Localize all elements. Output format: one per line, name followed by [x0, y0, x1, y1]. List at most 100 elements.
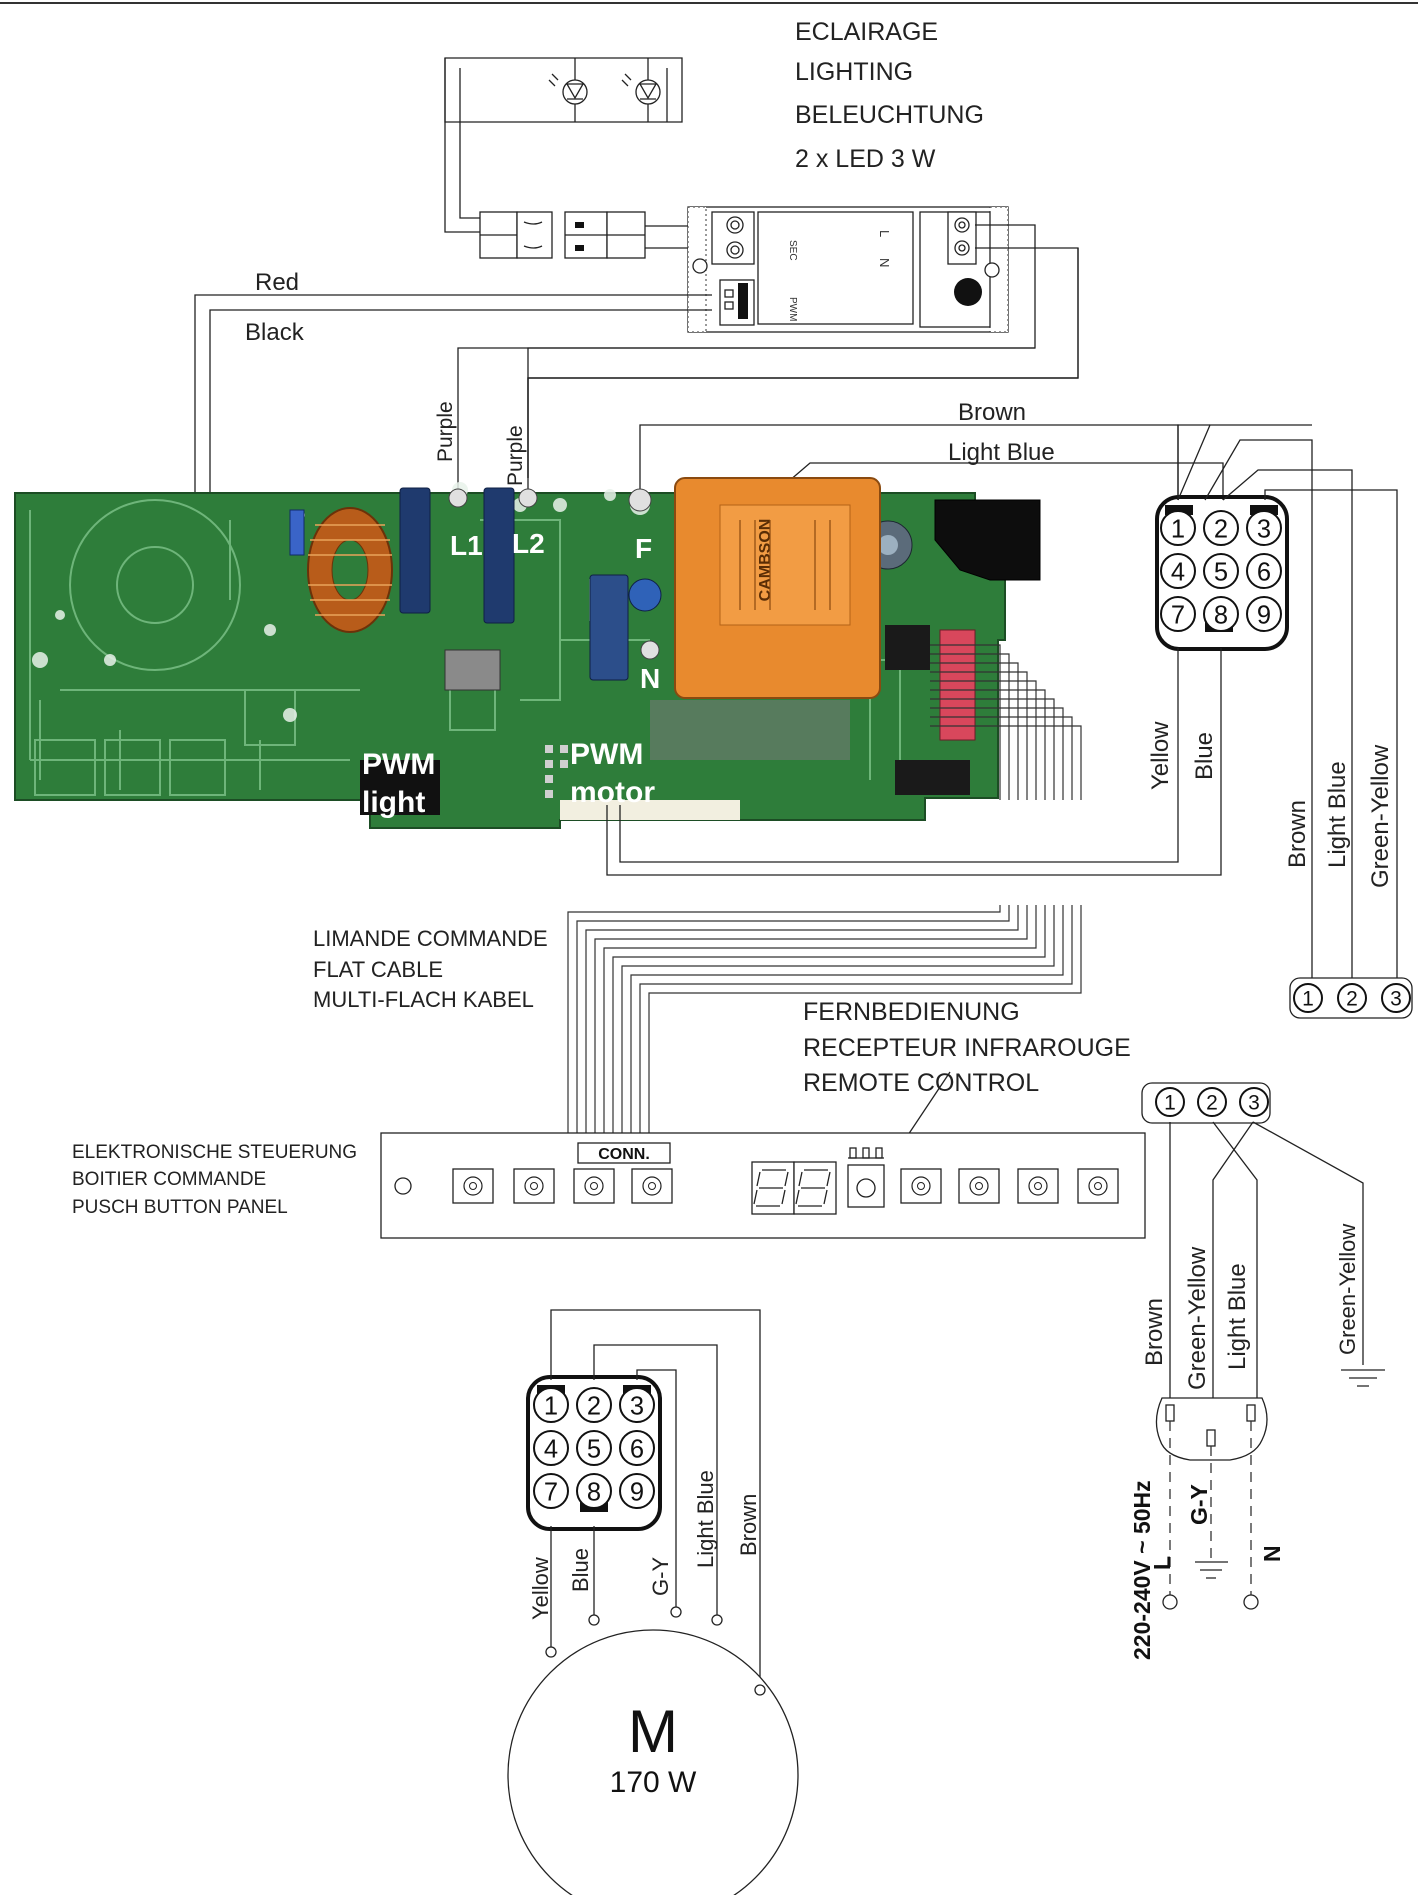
mains3-pin-1-icon	[1155, 1087, 1185, 1117]
black-wire-label: Black	[245, 319, 305, 346]
flat-cable-ribbon	[567, 644, 1082, 1135]
mains3-pin-1-label: 1	[1164, 1092, 1176, 1115]
motor-yellow-label: Yellow	[528, 1557, 553, 1620]
panel-button-1-dot	[469, 1182, 477, 1190]
led-driver-module: SEC PWM L N	[687, 206, 1009, 333]
disc-capacitor	[628, 578, 662, 612]
terminal-l1-pad	[448, 488, 468, 508]
flat-cable-wire	[585, 662, 1019, 1135]
ir-receiver	[847, 1147, 885, 1208]
mains-earth-label: Green-Yellow	[1335, 1224, 1360, 1355]
driver-sec-label: SEC	[787, 240, 798, 261]
panel-button-8-dot	[1094, 1182, 1102, 1190]
pwm-light-label-2: light	[362, 786, 425, 819]
brown-wire-top-label: Brown	[958, 399, 1026, 426]
gy-wire-right	[1264, 489, 1398, 978]
panel-button-3-dot	[590, 1182, 598, 1190]
mains-gy-short-label: G-Y	[1186, 1484, 1212, 1525]
terminal-n-label: N	[640, 663, 660, 694]
x-capacitor-2	[483, 487, 515, 624]
panel-button-5-dot	[917, 1182, 925, 1190]
motor9-pin-5-label: 5	[587, 1435, 601, 1463]
remote-label-en: REMOTE CONTROL	[803, 1069, 1039, 1097]
lighting-spec: 2 x LED 3 W	[795, 145, 936, 173]
pin-header	[895, 760, 970, 795]
motor9-pin-2-label: 2	[587, 1392, 601, 1420]
driver-n-label: N	[877, 258, 892, 267]
remote-label-de: FERNBEDIENUNG	[803, 998, 1020, 1026]
motor9-pin-1-label: 1	[544, 1392, 558, 1420]
top9-pin-7-label: 7	[1171, 601, 1185, 629]
top9-pin-4-icon	[1160, 553, 1196, 589]
terminal-f-label: F	[635, 533, 652, 564]
top9-pin-6-icon	[1246, 553, 1282, 589]
panel-button-2-dot	[530, 1182, 538, 1190]
flat-cable-label-fr: LIMANDE COMMANDE	[313, 926, 548, 951]
top9-pin-4-label: 4	[1171, 558, 1185, 586]
ic-chip	[885, 625, 930, 670]
purple-wire-1-label: Purple	[434, 401, 457, 462]
driver-pwm-label: PWM	[787, 297, 798, 321]
mains-dashed-wires	[1169, 1421, 1252, 1595]
top9-pin-3-label: 3	[1257, 515, 1271, 543]
toroid-coil	[307, 507, 393, 633]
mains-gy-label: Green-Yellow	[1184, 1246, 1211, 1390]
panel-button-4-dot	[648, 1182, 656, 1190]
lightblue-wire-top-label: Light Blue	[948, 439, 1055, 466]
relay	[934, 499, 1041, 581]
mains-earth-wire	[1252, 1121, 1364, 1365]
panel-button-6-dot	[975, 1182, 983, 1190]
mains-l-label: L	[1149, 1556, 1175, 1570]
right3-pin-1-icon	[1293, 983, 1323, 1013]
right3-pin-3-icon	[1381, 983, 1411, 1013]
purple-wire-2	[527, 377, 1078, 490]
mains-lb-label: Light Blue	[1224, 1263, 1251, 1370]
transformer: CAMBSON	[674, 477, 881, 699]
earth-symbol-icon	[1341, 1369, 1385, 1387]
lighting-section: ECLAIRAGE LIGHTING BELEUCHTUNG 2 x LED 3…	[194, 18, 1079, 793]
mains3-pin-3-label: 3	[1248, 1092, 1260, 1115]
right3-pin-1-label: 1	[1302, 988, 1314, 1011]
motor-symbol: M 170 W	[507, 1606, 799, 1895]
motor9-pin-9-icon	[619, 1473, 655, 1509]
push-button-panel: CONN.	[380, 1132, 1146, 1239]
flat-cable-wire	[612, 689, 1046, 1135]
lighting-title-de: BELEUCHTUNG	[795, 101, 984, 129]
purple-wire-1	[457, 347, 1035, 490]
top9-pin-9-icon	[1246, 596, 1282, 632]
red-wire-label: Red	[255, 269, 299, 296]
mains3-pin-3-icon	[1239, 1087, 1269, 1117]
mains-n-label: N	[1259, 1545, 1285, 1562]
pwm-light-connector	[360, 760, 440, 815]
mains-gy-wire	[1212, 1121, 1258, 1400]
driver-l-label: L	[877, 230, 892, 237]
panel-label-en: PUSCH BUTTON PANEL	[72, 1197, 288, 1218]
top9-pin-5-label: 5	[1214, 558, 1228, 586]
motor9-pin-7-label: 7	[544, 1478, 558, 1506]
motor-brown-label: Brown	[736, 1494, 761, 1556]
motor9-pin-7-icon	[533, 1473, 569, 1509]
motor-gy-label: G-Y	[648, 1557, 673, 1596]
led-wire-left	[444, 58, 482, 233]
motor-gy-wire	[636, 1369, 677, 1611]
flat-cable-wire	[567, 644, 1001, 1135]
remote-label-fr: RECEPTEUR INFRAROUGE	[803, 1034, 1131, 1062]
pwm-light-label-1: PWM	[362, 748, 435, 781]
top9-pin-5-icon	[1203, 553, 1239, 589]
gy-wire-right-label: Green-Yellow	[1367, 744, 1394, 888]
terminal-n-icon	[1243, 1594, 1259, 1610]
regulator	[444, 649, 501, 691]
pwm-motor-label-2: motor	[570, 776, 655, 809]
top9-pin-3-icon	[1246, 510, 1282, 546]
mains-earth-ground-icon	[1195, 1561, 1228, 1579]
flat-cable-wire	[576, 653, 1010, 1135]
lightblue-wire-right-label: Light Blue	[1324, 761, 1351, 868]
control-board-pcb: CAMBSON	[14, 477, 1041, 829]
x-capacitor-1	[399, 487, 431, 614]
motor9-pin-5-icon	[576, 1430, 612, 1466]
motor-brown-wire	[550, 1309, 761, 1690]
right3-pin-2-icon	[1337, 983, 1367, 1013]
motor9-pin-2-icon	[576, 1387, 612, 1423]
mains-voltage-label: 220-240V ~ 50Hz	[1129, 1480, 1155, 1660]
